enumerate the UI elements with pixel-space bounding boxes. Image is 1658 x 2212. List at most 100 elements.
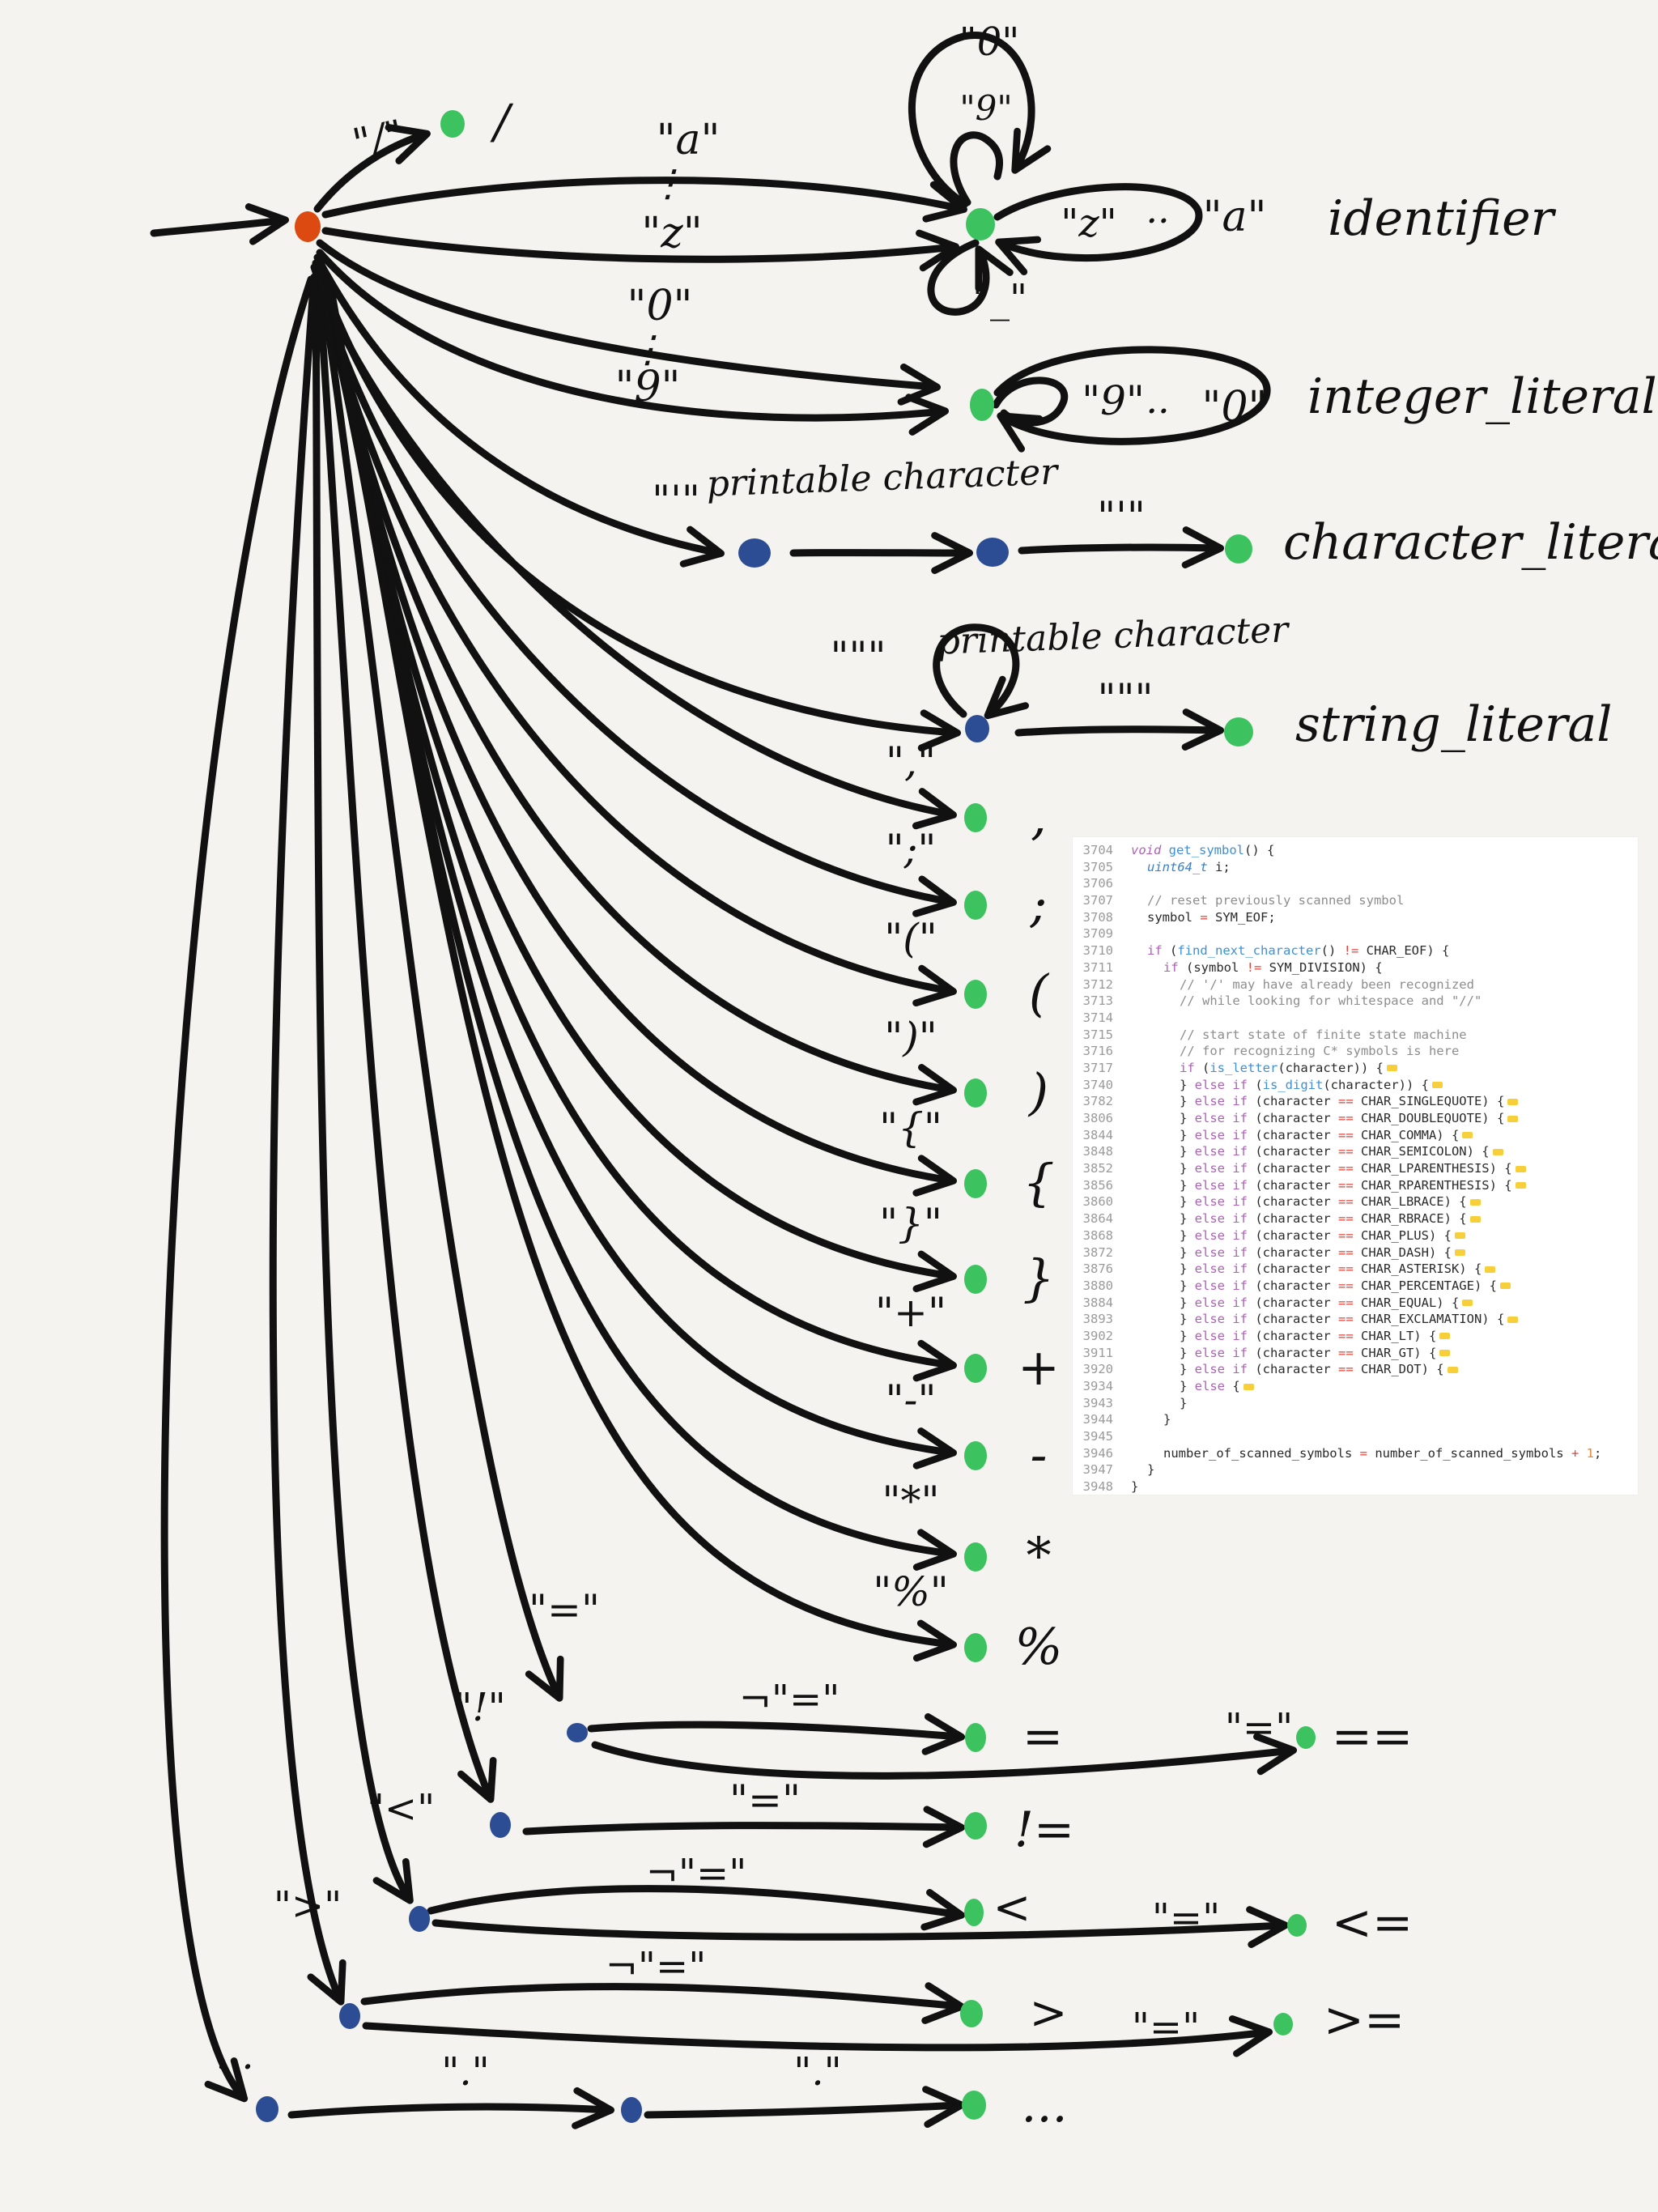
fold-marker-icon[interactable] <box>1439 1333 1451 1340</box>
line-number: 3844 <box>1082 1127 1113 1142</box>
code-line: 3848} else if (character == CHAR_SEMICOL… <box>1073 1143 1638 1160</box>
line-number: 3710 <box>1082 943 1113 959</box>
code-line: 3948} <box>1073 1478 1638 1495</box>
fold-marker-icon[interactable] <box>1431 1082 1443 1089</box>
fold-marker-icon[interactable] <box>1439 1350 1451 1357</box>
state-ellipsis <box>962 2091 986 2120</box>
token-lparen: ( <box>1029 963 1050 1023</box>
line-number: 3848 <box>1082 1144 1113 1159</box>
code-text: } else if (character == CHAR_SINGLEQUOTE… <box>1131 1093 1519 1110</box>
entry-edge <box>150 203 290 245</box>
fold-marker-icon[interactable] <box>1499 1283 1511 1290</box>
state-lt-token <box>964 1899 984 1926</box>
code-line: 3868} else if (character == CHAR_PLUS) { <box>1073 1227 1638 1244</box>
fold-marker-icon[interactable] <box>1243 1383 1254 1390</box>
line-number: 3948 <box>1082 1479 1113 1495</box>
state-geq <box>1273 2013 1293 2035</box>
code-line: 3943} <box>1073 1395 1638 1412</box>
edge-plus <box>322 283 957 1382</box>
label-dot-dot: "." <box>793 2049 841 2095</box>
label-excl: "!" <box>454 1685 505 1730</box>
dots-az: ⋮ <box>649 161 687 205</box>
fold-marker-icon[interactable] <box>1387 1065 1397 1072</box>
code-line: 3716// for recognizing C* symbols is her… <box>1073 1043 1638 1060</box>
fold-marker-icon[interactable] <box>1507 1115 1519 1122</box>
token-integer: integer_literal <box>1307 368 1657 425</box>
code-line: 3715// start state of finite state machi… <box>1073 1027 1638 1044</box>
label-equal: "=" <box>529 1586 600 1633</box>
line-number: 3945 <box>1082 1429 1113 1444</box>
code-text: } else if (character == CHAR_LT) { <box>1131 1328 1451 1345</box>
fold-marker-icon[interactable] <box>1447 1366 1458 1373</box>
edge-0 <box>316 239 942 406</box>
dots-09: ⋮ <box>629 327 666 371</box>
loop-id-digits <box>908 32 1052 208</box>
fold-marker-icon[interactable] <box>1507 1316 1519 1323</box>
fold-marker-icon[interactable] <box>1492 1148 1503 1155</box>
token-char-literal: character_literal <box>1283 514 1658 571</box>
line-number: 3880 <box>1082 1278 1113 1293</box>
label-string-printable: printable character <box>937 609 1291 662</box>
label-gt-eq: "=" <box>1132 2005 1200 2050</box>
code-line: 3920} else if (character == CHAR_DOT) { <box>1073 1361 1638 1378</box>
code-text: } else if (character == CHAR_RPARENTHESI… <box>1131 1177 1526 1194</box>
line-number: 3947 <box>1082 1462 1113 1478</box>
start-state <box>295 211 321 242</box>
line-number: 3740 <box>1082 1077 1113 1092</box>
edge-single-quote <box>313 253 725 568</box>
label-a: "a" <box>657 116 721 164</box>
fold-marker-icon[interactable] <box>1469 1198 1481 1206</box>
state-string-body <box>965 715 989 742</box>
code-text: } else if (character == CHAR_EXCLAMATION… <box>1131 1311 1519 1328</box>
code-line: 3844} else if (character == CHAR_COMMA) … <box>1073 1127 1638 1144</box>
edge-semicolon <box>312 266 957 917</box>
fold-marker-icon[interactable] <box>1469 1215 1481 1223</box>
label-excl-eq: "=" <box>729 1776 801 1823</box>
token-semicolon: ; <box>1030 874 1048 934</box>
loop-int <box>993 346 1271 453</box>
code-line: 3945 <box>1073 1428 1638 1445</box>
edge-lt-eq <box>432 1906 1290 1948</box>
code-line: 3713// while looking for whitespace and … <box>1073 993 1638 1010</box>
fold-marker-icon[interactable] <box>1515 1165 1526 1172</box>
token-plus: + <box>1018 1338 1060 1397</box>
fold-marker-icon[interactable] <box>1454 1232 1465 1240</box>
code-text: if (is_letter(character)) { <box>1131 1060 1397 1077</box>
line-number: 3715 <box>1082 1027 1113 1042</box>
loop-id-letters <box>993 183 1203 276</box>
state-rbrace <box>964 1265 987 1294</box>
edge-assign <box>587 1712 966 1755</box>
state-lbrace <box>964 1169 987 1198</box>
code-text: } else if (character == CHAR_PERCENTAGE)… <box>1131 1278 1511 1295</box>
line-number: 3704 <box>1082 843 1113 857</box>
code-line: 3884} else if (character == CHAR_EQUAL) … <box>1073 1295 1638 1312</box>
line-number: 3868 <box>1082 1227 1113 1243</box>
code-line: 3706 <box>1073 875 1638 892</box>
label-rparen: ")" <box>884 1014 937 1061</box>
fold-marker-icon[interactable] <box>1454 1249 1465 1256</box>
line-number: 3911 <box>1082 1345 1113 1360</box>
token-rbrace: } <box>1022 1249 1054 1308</box>
edge-eq-eq <box>591 1733 1298 1780</box>
state-asterisk <box>964 1542 987 1572</box>
state-leq <box>1287 1914 1307 1937</box>
edge-char-close <box>1018 526 1225 568</box>
state-rparen <box>964 1078 987 1108</box>
loop-id-underscore <box>927 239 1014 316</box>
line-number: 3712 <box>1082 976 1113 992</box>
fold-marker-icon[interactable] <box>1462 1132 1473 1139</box>
code-text: } else { <box>1131 1378 1254 1395</box>
line-number: 3716 <box>1082 1044 1113 1059</box>
fold-marker-icon[interactable] <box>1507 1098 1519 1105</box>
fold-marker-icon[interactable] <box>1485 1266 1496 1273</box>
line-number: 3943 <box>1082 1395 1113 1410</box>
fold-marker-icon[interactable] <box>1462 1300 1473 1307</box>
token-leq: <= <box>1332 1895 1414 1951</box>
edge-comma <box>310 263 957 830</box>
label-slash: "/" <box>348 111 408 168</box>
fold-marker-icon[interactable] <box>1515 1182 1526 1189</box>
token-slash: / <box>490 94 514 149</box>
